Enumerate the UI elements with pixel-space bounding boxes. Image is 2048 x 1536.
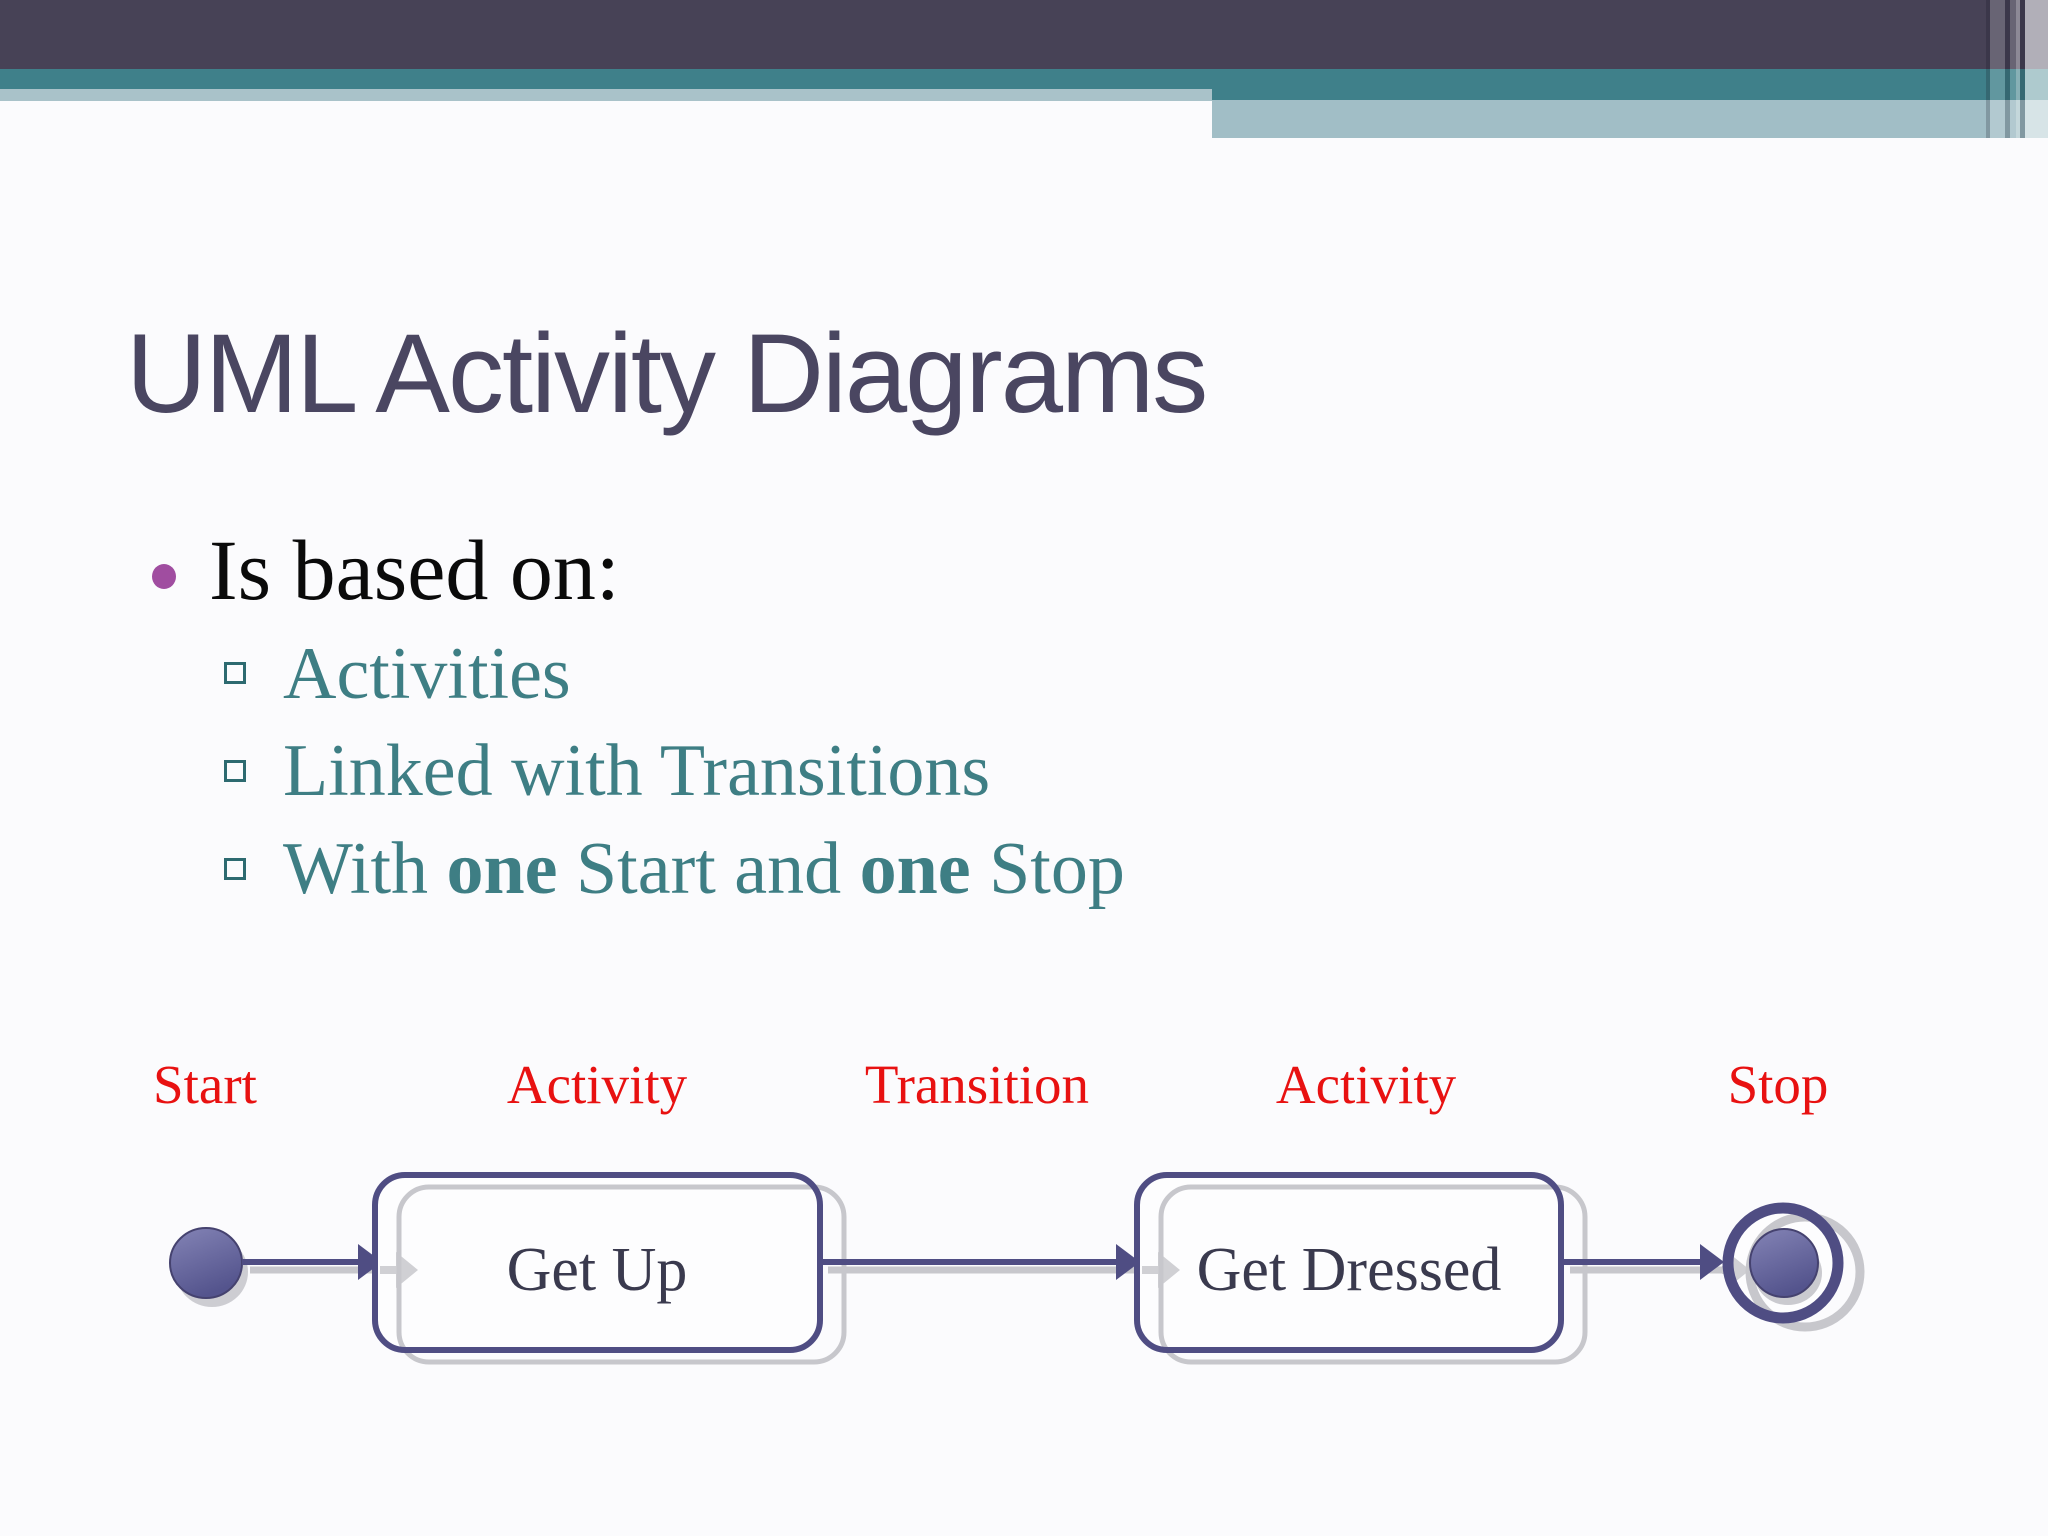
bullet-sub-transitions: Linked with Transitions xyxy=(283,730,991,812)
transition-arrow-1 xyxy=(242,1244,392,1280)
activity-box-border xyxy=(1134,1172,1564,1353)
arrow-head-icon xyxy=(1700,1244,1724,1280)
corner-stripe xyxy=(2020,0,2025,138)
sub3-seg1-bold: one xyxy=(446,828,558,910)
bullet-main: Is based on: xyxy=(209,522,620,618)
start-node xyxy=(169,1227,248,1307)
start-node-circle xyxy=(169,1227,243,1299)
arrow-head-icon xyxy=(358,1244,382,1280)
corner-stripe xyxy=(2025,0,2048,138)
bullet-dot-icon xyxy=(152,564,176,589)
corner-stripe xyxy=(1990,0,2005,138)
sub3-seg0: With xyxy=(283,828,447,910)
page-title: UML Activity Diagrams xyxy=(126,311,1208,436)
legend-transition: Transition xyxy=(865,1054,1089,1115)
activity-box-fill xyxy=(1137,1175,1561,1350)
header-stripe-light-right xyxy=(1212,100,2048,138)
header-stripe-light-left xyxy=(0,89,1212,101)
header-stripe-teal-right xyxy=(1212,69,2048,100)
activity-box-fill xyxy=(375,1175,820,1350)
header-corner-stripes xyxy=(1986,0,2048,138)
sub-bullet-square-icon xyxy=(224,858,246,880)
sub3-seg3-bold: one xyxy=(859,828,971,910)
sub3-seg4: Stop xyxy=(970,828,1125,910)
activity-label-get-dressed: Get Dressed xyxy=(1197,1236,1502,1304)
sub3-seg2: Start and xyxy=(557,828,860,910)
sub-bullet-square-icon xyxy=(224,760,246,782)
corner-stripe xyxy=(2005,0,2010,138)
corner-stripe xyxy=(2010,0,2016,138)
sub-bullet-square-icon xyxy=(224,662,246,684)
bullet-sub-activities: Activities xyxy=(283,633,571,715)
stop-node xyxy=(1722,1202,1865,1332)
transition-arrow-2 xyxy=(820,1244,1158,1280)
legend-activity-1: Activity xyxy=(507,1054,688,1115)
legend-activity-2: Activity xyxy=(1276,1054,1457,1115)
corner-stripe xyxy=(2016,0,2020,138)
transition-arrow-3 xyxy=(1563,1244,1724,1280)
bullet-sub-start-stop: With one Start and one Stop xyxy=(283,832,1125,906)
activity-box-shadow xyxy=(396,1184,847,1365)
header-bar-dark xyxy=(0,0,2048,69)
corner-stripe xyxy=(1986,0,1990,138)
activity-diagram: Start Activity Transition Activity Stop … xyxy=(153,1054,1865,1365)
legend-start: Start xyxy=(153,1054,257,1115)
stop-node-outer-ring xyxy=(1722,1202,1844,1324)
activity-label-get-up: Get Up xyxy=(507,1236,688,1304)
arrow-head-icon xyxy=(1116,1244,1140,1280)
activity-node-get-up: Get Up xyxy=(372,1172,847,1365)
legend-stop: Stop xyxy=(1728,1054,1829,1115)
activity-node-get-dressed: Get Dressed xyxy=(1134,1172,1588,1365)
stop-node-inner-circle xyxy=(1749,1228,1819,1298)
header-stripe-teal-left xyxy=(0,69,1212,89)
activity-box-shadow xyxy=(1158,1184,1588,1365)
